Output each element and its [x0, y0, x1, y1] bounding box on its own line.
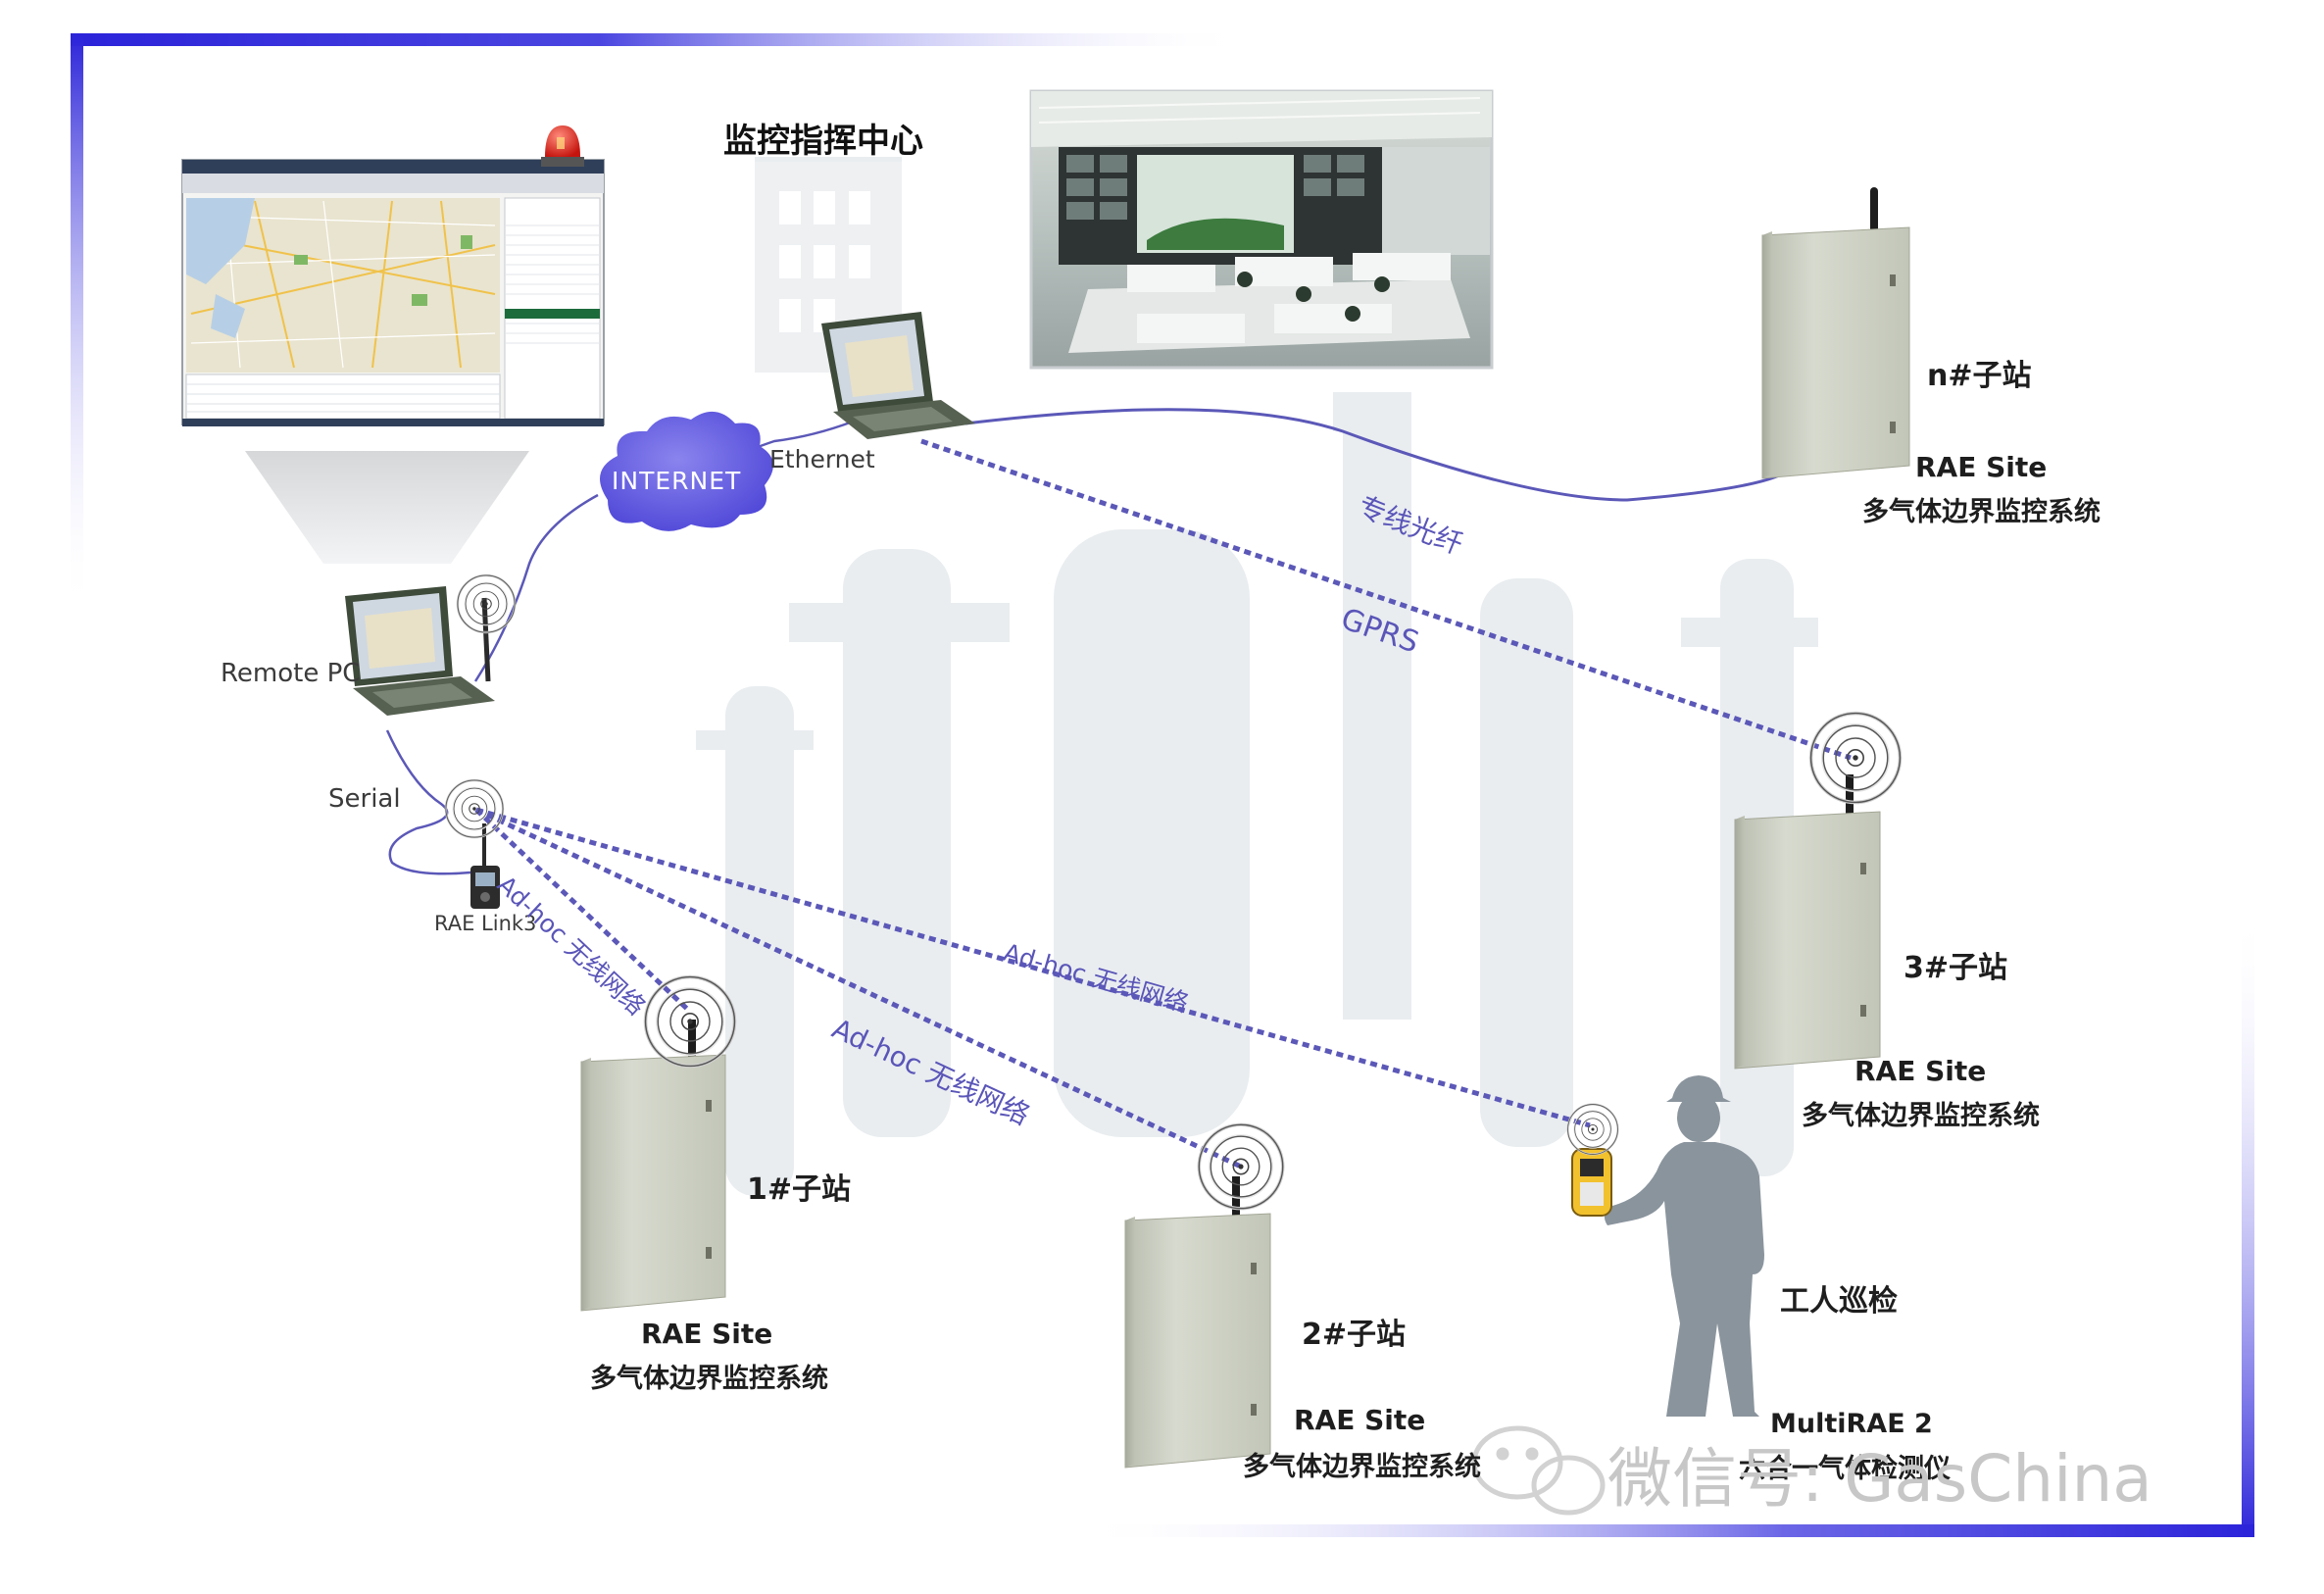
- gprs-link: [920, 438, 1852, 761]
- laptop-icon: [345, 586, 495, 716]
- station-2-desc: 多气体边界监控系统: [1243, 1452, 1481, 1482]
- station-3-name: 3#子站: [1904, 951, 2008, 985]
- station-2-name: 2#子站: [1302, 1318, 1407, 1352]
- serial-label: Serial: [328, 784, 401, 814]
- cabinet-n: [1761, 187, 1910, 479]
- control-room-photo: [1029, 89, 1494, 370]
- cabinet-1: [580, 1020, 726, 1312]
- wireless-signal-icon: [1197, 1122, 1285, 1211]
- background-plant-silhouette: [696, 157, 1818, 1196]
- wireless-signal-icon: [1566, 1103, 1619, 1156]
- station-3-desc: 多气体边界监控系统: [1802, 1101, 2040, 1131]
- cloud-icon: [600, 411, 773, 531]
- raelink3-label: RAE Link3: [434, 912, 537, 935]
- remote-pc-label: Remote PC: [221, 659, 361, 688]
- station-n-desc: 多气体边界监控系统: [1862, 497, 2101, 527]
- fiber-line: [964, 408, 1780, 502]
- gas-detector-icon: [1571, 1148, 1612, 1217]
- adhoc-link-1: [474, 808, 690, 1012]
- connection-lines: [385, 408, 1852, 1170]
- serial-cable: [385, 729, 471, 875]
- internet-label: INTERNET: [612, 467, 742, 495]
- adhoc-link-3: [475, 807, 1591, 1128]
- diagram-frame: [71, 33, 2254, 1537]
- wireless-signal-icon: [1808, 711, 1903, 805]
- raelink3-device-icon: [470, 823, 500, 909]
- monitoring-software-screenshot: [181, 125, 605, 564]
- cabinet-2: [1124, 1176, 1271, 1469]
- station-n-product: RAE Site: [1915, 451, 2048, 483]
- alarm-beacon-icon: [541, 125, 584, 167]
- ethernet-label: Ethernet: [769, 445, 875, 473]
- station-1-name: 1#子站: [747, 1172, 852, 1207]
- wechat-icon: [1471, 1425, 1606, 1516]
- worker-device: MultiRAE 2: [1770, 1409, 1933, 1439]
- worker-icon: [1604, 1075, 1764, 1417]
- station-3-product: RAE Site: [1854, 1055, 1987, 1087]
- wechat-watermark: 微信号: GasChina: [1607, 1441, 2152, 1517]
- station-1-desc: 多气体边界监控系统: [590, 1364, 828, 1394]
- command-center-title: 监控指挥中心: [723, 122, 923, 161]
- laptop-icon: [821, 312, 975, 439]
- cabinet-3: [1734, 774, 1881, 1070]
- wireless-signal-icon: [444, 778, 505, 839]
- internet-uplink-cable: [473, 493, 599, 682]
- station-2-product: RAE Site: [1294, 1404, 1426, 1436]
- station-n-name: n#子站: [1927, 359, 2032, 393]
- worker-device-desc: 六合一气体检测仪: [1739, 1454, 1951, 1484]
- station-1-product: RAE Site: [641, 1318, 773, 1350]
- worker-title: 工人巡检: [1780, 1284, 1898, 1319]
